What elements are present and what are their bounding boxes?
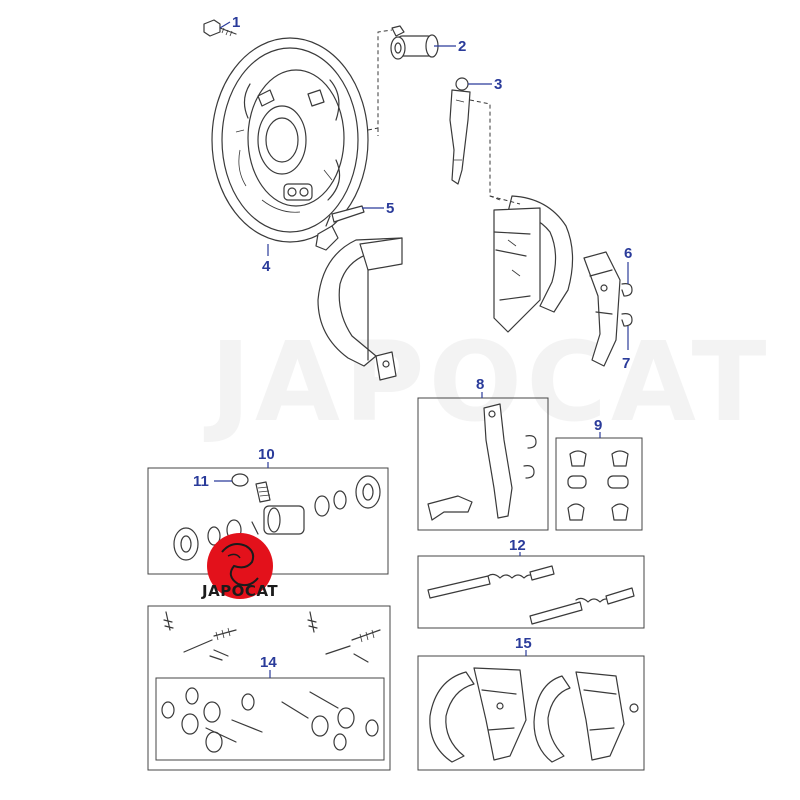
callout-7: 7 [622, 326, 630, 372]
callout-2: 2 [434, 38, 466, 55]
callout-label: 12 [509, 537, 526, 554]
callout-label: 1 [232, 14, 240, 31]
part-3-adjuster-lever [449, 77, 471, 185]
kit-box-9 [555, 437, 643, 531]
part-6-clip [621, 283, 633, 297]
callout-11: 11 [193, 473, 232, 490]
callout-12: 12 [509, 537, 526, 556]
part-12-adjusters [427, 565, 635, 625]
callout-5: 5 [362, 200, 394, 217]
kit-box-15 [417, 655, 645, 771]
part-8-parking-lever [427, 403, 537, 521]
japocat-logo: JAPOCAT [201, 533, 278, 600]
callout-14: 14 [260, 654, 277, 678]
callout-label: 10 [258, 446, 275, 463]
callout-label: 9 [594, 417, 602, 434]
callout-8: 8 [476, 376, 484, 398]
callout-label: 8 [476, 376, 484, 393]
part-4-backing-plate [211, 37, 369, 243]
part-14-hold-down-kit [161, 687, 379, 753]
brake-shoe-rear-pair [493, 195, 621, 367]
part-9-caps [567, 450, 629, 521]
part-10-cylinder-kit [173, 473, 381, 561]
callout-label: 5 [386, 200, 394, 217]
callout-9: 9 [594, 417, 602, 438]
callout-label: 14 [260, 654, 277, 671]
callout-label: 3 [494, 76, 502, 93]
part-1-bolt [203, 19, 237, 37]
callout-label: 15 [515, 635, 532, 652]
kit-box-12 [417, 555, 645, 629]
callout-3: 3 [468, 76, 502, 93]
callout-1: 1 [219, 14, 240, 31]
part-15-shoe-set [429, 667, 639, 763]
logo-text: JAPOCAT [201, 582, 278, 600]
brake-shoe-front [317, 237, 403, 381]
part-13-springs [163, 611, 381, 663]
callout-10: 10 [258, 446, 275, 468]
kit-box-13 [147, 605, 391, 771]
callout-label: 11 [193, 473, 209, 490]
part-2-wheel-cylinder [390, 25, 439, 60]
callout-label: 4 [262, 258, 271, 275]
callout-label: 6 [624, 245, 632, 262]
part-5-strut [315, 205, 365, 251]
callout-15: 15 [515, 635, 532, 656]
callout-label: 7 [622, 355, 630, 372]
callout-4: 4 [262, 244, 271, 275]
callout-6: 6 [624, 245, 632, 284]
kit-box-8 [417, 397, 549, 531]
callout-label: 2 [458, 38, 466, 55]
part-7-clip [621, 313, 633, 327]
